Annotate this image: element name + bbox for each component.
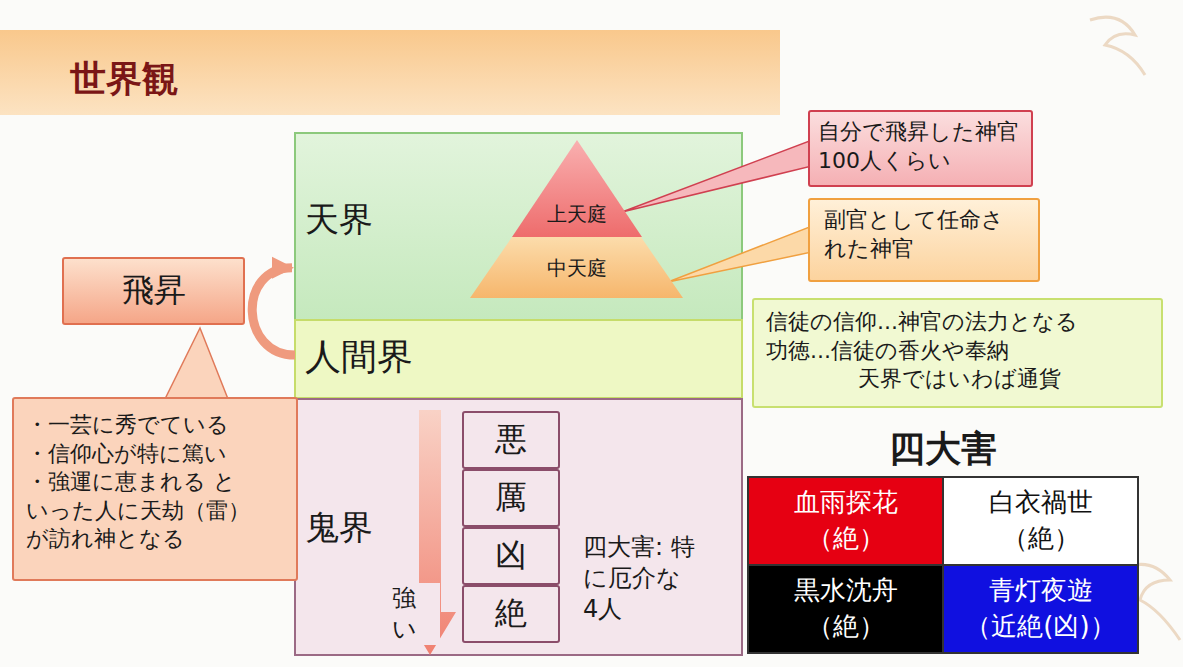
pyramid-tier: 上天庭 <box>512 140 642 237</box>
note-text: 四大害: 特に厄介な4人 <box>583 532 695 626</box>
rank-box: 悪 <box>462 411 560 469</box>
region-band: 天界 上天庭中天庭 <box>295 133 742 320</box>
node-text: 信徒の信仰...神官の法力となる <box>766 308 1149 337</box>
process-box: 飛昇 <box>62 257 245 325</box>
rank-box: 厲 <box>462 469 560 527</box>
node-text: 副官として任命された神官 <box>824 206 1024 263</box>
node-text: 悪 <box>495 419 527 461</box>
table-cell-text: （絶） <box>748 610 943 644</box>
table-cell <box>748 565 943 653</box>
table-cell-text: （絶） <box>943 522 1138 556</box>
table-cell-text: 血雨探花 <box>748 486 943 520</box>
node-text: 天界 <box>305 197 373 241</box>
node-text: 中天庭 <box>547 255 607 281</box>
node-text: 絶 <box>495 593 527 635</box>
callout-tail <box>165 328 228 399</box>
node-text: 人間界 <box>305 334 413 381</box>
table-cell-text: 黒水沈舟 <box>748 574 943 608</box>
table-cell-text: （近絶(凶)） <box>943 610 1138 644</box>
axis-label: 強い <box>390 583 440 645</box>
ornament <box>1090 17 1145 75</box>
node-text: 凶 <box>495 535 527 577</box>
heaven-region <box>295 133 742 320</box>
node-text: ・一芸に秀でている ・信仰心が特に篤い ・強運に恵まれる といった人に天劫（雷）… <box>26 411 253 554</box>
rank-box: 絶 <box>462 585 560 643</box>
node-text: 自分で飛昇した神官 100人くらい <box>818 118 1023 175</box>
page-title: 世界観 <box>70 56 178 103</box>
callout-box: 自分で飛昇した神官 100人くらい <box>808 110 1033 187</box>
title-band <box>0 30 780 115</box>
table-cell <box>748 477 943 565</box>
table-cell <box>943 565 1138 653</box>
rank-box: 凶 <box>462 527 560 585</box>
callout-box: 副官として任命された神官 <box>808 198 1040 282</box>
node-text: 飛昇 <box>122 270 186 312</box>
ascension-arrow <box>252 268 295 355</box>
table-cell-text: 青灯夜遊 <box>943 574 1138 608</box>
node-text: 厲 <box>495 477 527 519</box>
callout-tail <box>668 226 812 282</box>
ghost-region <box>295 399 742 655</box>
tier-fill <box>470 237 683 298</box>
node-text: 功徳...信徒の香火や奉納 <box>766 337 1149 366</box>
pyramid-tier: 中天庭 <box>470 237 683 298</box>
region-band: 鬼界 悪厲凶絶 <box>295 399 742 655</box>
human-region <box>295 320 742 398</box>
table-cell <box>943 477 1138 565</box>
region-band: 人間界 <box>295 320 742 398</box>
table-heading: 四大害 <box>843 426 1043 473</box>
table-cell-text: （絶） <box>748 522 943 556</box>
callout-tail <box>622 140 812 212</box>
node-text: 天界ではいわば通貨 <box>766 365 1149 394</box>
tier-fill <box>512 140 642 237</box>
node-text: 上天庭 <box>547 201 607 227</box>
table-cell-text: 白衣禍世 <box>943 486 1138 520</box>
node-text: 鬼界 <box>305 505 373 549</box>
callout-box: ・一芸に秀でている ・信仰心が特に篤い ・強運に恵まれる といった人に天劫（雷）… <box>12 397 298 581</box>
note-box: 信徒の信仰...神官の法力となる功徳...信徒の香火や奉納天界ではいわば通貨 <box>752 298 1163 408</box>
